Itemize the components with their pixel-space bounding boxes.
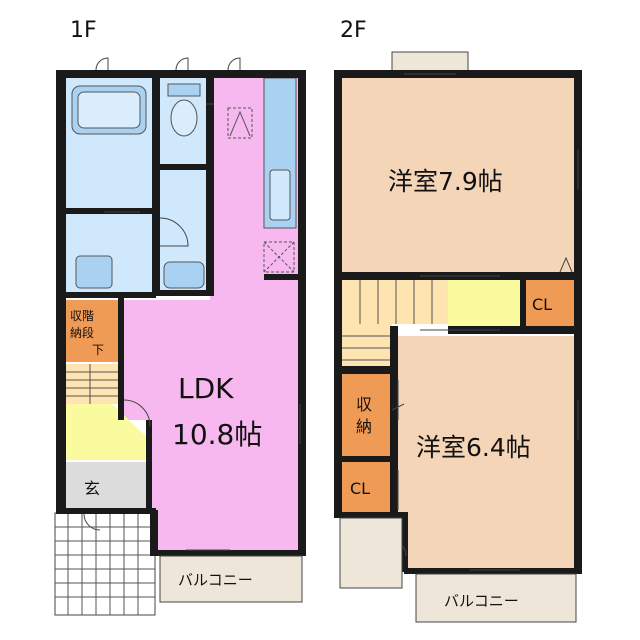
toilet-icon <box>170 99 198 137</box>
doors-1f <box>83 57 241 531</box>
stairs-treads-1f <box>66 364 122 404</box>
second-floor: 2F <box>334 18 582 623</box>
western-room-2-label: 洋室6.4帖 <box>416 433 531 462</box>
storage-under-stairs-label-2: 納段 <box>70 325 94 340</box>
storage-2f-label-2: 納 <box>356 417 372 436</box>
second-floor-label: 2F <box>340 18 367 43</box>
closet-1-label: CL <box>532 295 552 314</box>
ldk-name: LDK <box>178 372 234 405</box>
closet-2 <box>342 462 390 512</box>
balcony-2f-label: バルコニー <box>444 592 519 610</box>
ldk-size: 10.8帖 <box>172 418 262 451</box>
ldk-room <box>122 78 300 550</box>
storage-under-stairs-label-3: 下 <box>92 343 104 357</box>
stairs-1f <box>66 364 122 404</box>
washbasin-icon <box>75 255 113 289</box>
bathtub-inner <box>77 91 141 129</box>
small-balcony-2f <box>339 517 403 589</box>
range-hood-mark <box>229 110 251 137</box>
hall-2f <box>448 280 520 326</box>
western-room-1 <box>342 78 574 272</box>
closet-2-label: CL <box>350 479 370 498</box>
range-hood-icon <box>227 107 253 139</box>
storage-under-stairs-label-1: 収階 <box>70 308 94 323</box>
closet-1 <box>524 280 574 328</box>
stairs-2f-lower <box>342 324 392 370</box>
storage-2f <box>342 374 390 456</box>
kitchen-sink-icon <box>269 169 291 221</box>
balcony-1f <box>159 555 303 603</box>
entrance-label: 玄 <box>84 479 100 498</box>
sink-icon <box>163 261 205 289</box>
first-floor-walls <box>56 70 306 556</box>
storage-2f-label-1: 収 <box>356 395 372 414</box>
balcony-2f <box>415 573 577 623</box>
first-floor-label: 1F <box>70 18 97 43</box>
top-window-box <box>391 51 469 73</box>
entrance-porch-tiles <box>54 512 156 616</box>
storage-under-stairs <box>66 300 122 362</box>
fridge-space-icon <box>263 241 295 273</box>
stairs-treads-2f <box>342 280 433 361</box>
western-room-2 <box>396 336 574 568</box>
balcony-1f-label: バルコニー <box>178 571 253 589</box>
entrance <box>66 462 150 510</box>
hall-1f <box>66 404 150 460</box>
toilet-tank <box>167 83 201 97</box>
western-room-1-label: 洋室7.9帖 <box>388 167 503 196</box>
first-floor: 1F <box>54 18 306 616</box>
